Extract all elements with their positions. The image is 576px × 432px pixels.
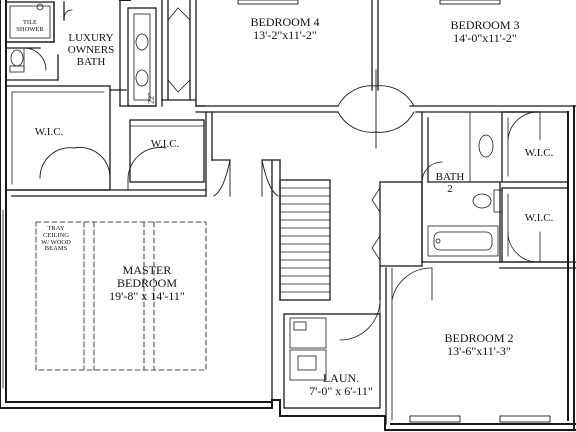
tray-ceiling-line-3: W/ WOOD — [41, 238, 71, 246]
wic-center-label: W.I.C. — [150, 138, 180, 150]
master-bedroom-line-1: MASTER — [122, 263, 172, 277]
master-bedroom-dims: 19'-8" x 14'-11" — [109, 289, 185, 304]
bath-2-label: BATH 2 — [430, 171, 470, 195]
tray-ceiling-line-4: BEAMS — [44, 245, 68, 253]
bedroom-3-walls — [409, 105, 576, 113]
linen-closet — [161, 0, 206, 107]
bedroom-3-label: BEDROOM 3 14'-0"x11'-2" — [430, 18, 540, 46]
hall-doors — [337, 69, 415, 149]
owners-bath-walls — [5, 1, 73, 81]
owners-bath-label: LUXURY OWNERS BATH — [62, 32, 120, 68]
right-exterior — [567, 105, 575, 431]
bedroom-2-windows — [409, 415, 551, 423]
laundry-name: LAUN. — [322, 371, 360, 385]
bath-2-line-2: 2 — [447, 183, 453, 196]
tray-ceiling-label: TRAY CEILING W/ WOOD BEAMS — [36, 225, 76, 253]
bedroom-top-windows — [237, 0, 501, 5]
tray-ceiling — [35, 221, 207, 371]
master-walls — [5, 111, 281, 401]
master-doors — [213, 159, 279, 197]
bedroom-3-name: BEDROOM 3 — [450, 18, 520, 32]
laundry-label: LAUN. 7'-0" x 6'-11" — [296, 371, 386, 399]
tile-shower-line-2: SHOWER — [16, 25, 44, 33]
bath-2-walls — [421, 111, 503, 263]
bedroom-4-label: BEDROOM 4 13'-2"x11'-2" — [230, 15, 340, 43]
bedroom-4-dims: 13'-2"x11'-2" — [253, 28, 317, 43]
bedroom-4-walls — [195, 0, 379, 113]
wic-right-bottom-walls — [499, 187, 576, 269]
bedroom-2-dims: 13'-6"x11'-3" — [447, 344, 511, 359]
owners-bath-line-2: OWNERS — [67, 44, 115, 57]
stairs — [279, 179, 331, 301]
vanity — [119, 0, 157, 107]
wic-doors — [39, 146, 167, 191]
vanity-width-label: 22" — [146, 92, 156, 104]
hall-closet — [371, 181, 423, 301]
tray-ceiling-line-2: CEILING — [43, 231, 69, 239]
tile-shower-label: TILE SHOWER — [8, 19, 52, 34]
bath-2-line-1: BATH — [435, 171, 465, 183]
bedroom-2-label: BEDROOM 2 13'-6"x11'-3" — [424, 331, 534, 359]
owners-bath-line-1: LUXURY — [68, 32, 114, 44]
bedroom-3-dims: 14'-0"x11'-2" — [453, 31, 517, 46]
tile-shower-line-1: TILE — [22, 19, 38, 26]
wic-right-top-label: W.I.C. — [524, 147, 554, 159]
laundry-dims: 7'-0" x 6'-11" — [309, 384, 373, 399]
bedroom-4-name: BEDROOM 4 — [250, 15, 320, 29]
tile-shower — [5, 1, 55, 43]
master-bedroom-label: MASTER BEDROOM 19'-8" x 14'-11" — [94, 263, 200, 304]
wic-right-bottom-label: W.I.C. — [524, 212, 554, 224]
wic-left-label: W.I.C. — [34, 126, 64, 138]
bedroom-2-name: BEDROOM 2 — [444, 331, 514, 345]
laundry-walls — [283, 299, 381, 409]
owners-bath-line-3: BATH — [76, 56, 106, 69]
wic-center-walls — [129, 119, 205, 183]
bedroom-2-walls — [385, 267, 433, 425]
master-bedroom-line-2: BEDROOM — [116, 276, 177, 291]
tray-ceiling-line-1: TRAY — [47, 225, 65, 232]
